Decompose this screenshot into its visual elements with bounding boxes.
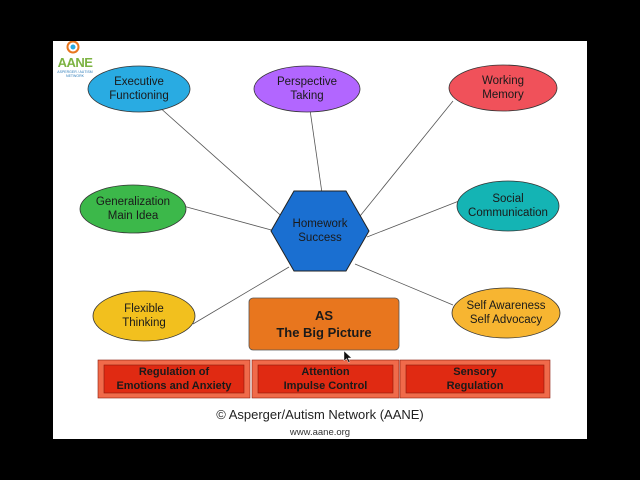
center-hexagon (270, 190, 370, 272)
bottom-box-bevels (97, 359, 551, 399)
mouse-cursor-icon (343, 350, 353, 363)
node-executive-functioning (87, 65, 191, 113)
website-url: www.aane.org (289, 427, 351, 438)
node-perspective-taking (253, 65, 361, 113)
logo-subtext: ASPERGER / AUTISM NETWORK (57, 70, 93, 78)
big-picture-box (248, 297, 400, 351)
connector-flexible (192, 266, 290, 325)
connector-generalization (182, 205, 276, 232)
bottom-box-sensory (405, 364, 545, 394)
connector-working-memory (355, 100, 454, 222)
node-social-communication (456, 180, 560, 232)
connector-self-awareness (354, 263, 454, 306)
diagram-canvas (66, 41, 561, 399)
connector-executive (138, 88, 288, 222)
slide: AANE ASPERGER / AUTISM NETWORK Executive… (53, 41, 587, 439)
bottom-box-regulation (103, 364, 245, 394)
node-flexible-thinking (92, 290, 196, 342)
aane-logo-icon (66, 41, 80, 54)
copyright-text: © Asperger/Autism Network (AANE) (216, 407, 424, 422)
node-generalization-main-idea (79, 184, 187, 234)
logo-wordmark: AANE (57, 55, 93, 70)
connector-social (366, 200, 460, 238)
node-self-awareness-advocacy (451, 287, 561, 339)
node-working-memory (448, 64, 558, 112)
bottom-box-attention (257, 364, 394, 394)
